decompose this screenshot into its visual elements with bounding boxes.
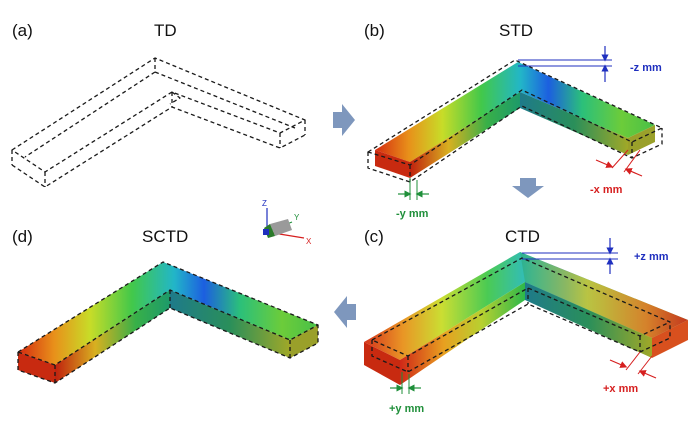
panel-c-title: CTD (505, 227, 540, 246)
panel-a-label: (a) (12, 21, 33, 40)
panel-d-title: SCTD (142, 227, 188, 246)
axis-triad: Z Y X (262, 199, 312, 246)
axis-x-label: X (306, 237, 312, 246)
std-z-dimension: -z mm (518, 46, 662, 82)
axis-y-label: Y (294, 213, 300, 222)
std-y-label: -y mm (396, 208, 429, 220)
arrow-a-to-b (333, 104, 355, 136)
panel-b-title: STD (499, 21, 533, 40)
panel-a: (a) TD (11, 21, 306, 188)
td-wireframe (11, 57, 306, 188)
panel-d-label: (d) (12, 227, 33, 246)
panel-c: (c) CTD +z mm +x mm (364, 227, 688, 415)
ctd-x-label: +x mm (603, 383, 638, 395)
panel-b-label: (b) (364, 21, 385, 40)
std-z-label: -z mm (630, 62, 662, 74)
panel-a-title: TD (154, 21, 177, 40)
ctd-z-dimension: +z mm (522, 238, 669, 274)
ctd-y-label: +y mm (389, 403, 424, 415)
sctd-body (17, 261, 319, 384)
axis-z-label: Z (262, 199, 267, 208)
ctd-body (364, 252, 688, 385)
std-x-dimension: -x mm (590, 149, 643, 196)
panel-d: (d) SCTD (12, 227, 319, 384)
ctd-x-dimension: +x mm (603, 351, 657, 395)
ctd-z-label: +z mm (634, 251, 669, 263)
arrow-c-to-d (334, 296, 356, 328)
std-x-label: -x mm (590, 184, 623, 196)
ctd-y-dimension: +y mm (389, 372, 424, 415)
std-body (367, 59, 663, 183)
panel-b: (b) STD -z mm (364, 21, 663, 220)
arrow-b-to-c (512, 178, 544, 198)
panel-c-label: (c) (364, 227, 384, 246)
std-y-dimension: -y mm (396, 178, 429, 220)
